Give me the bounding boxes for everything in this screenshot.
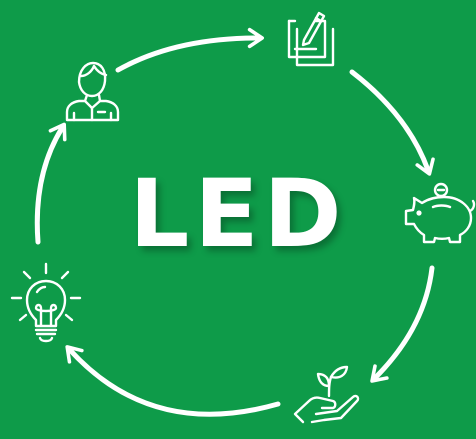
piggy-bank-icon (402, 180, 476, 244)
documents-icon (280, 5, 340, 69)
person-icon (62, 60, 122, 122)
arrow-documents-to-piggy-bank (349, 69, 435, 176)
hand-plant-icon (293, 364, 363, 426)
arrow-piggy-bank-to-hand-plant (370, 265, 435, 383)
arrow-person-to-documents (115, 27, 264, 73)
arrow-lightbulb-to-person (34, 122, 67, 245)
lightbulb-icon (10, 262, 82, 344)
center-title: LED (129, 160, 347, 269)
arrow-hand-plant-to-lightbulb (65, 345, 281, 417)
